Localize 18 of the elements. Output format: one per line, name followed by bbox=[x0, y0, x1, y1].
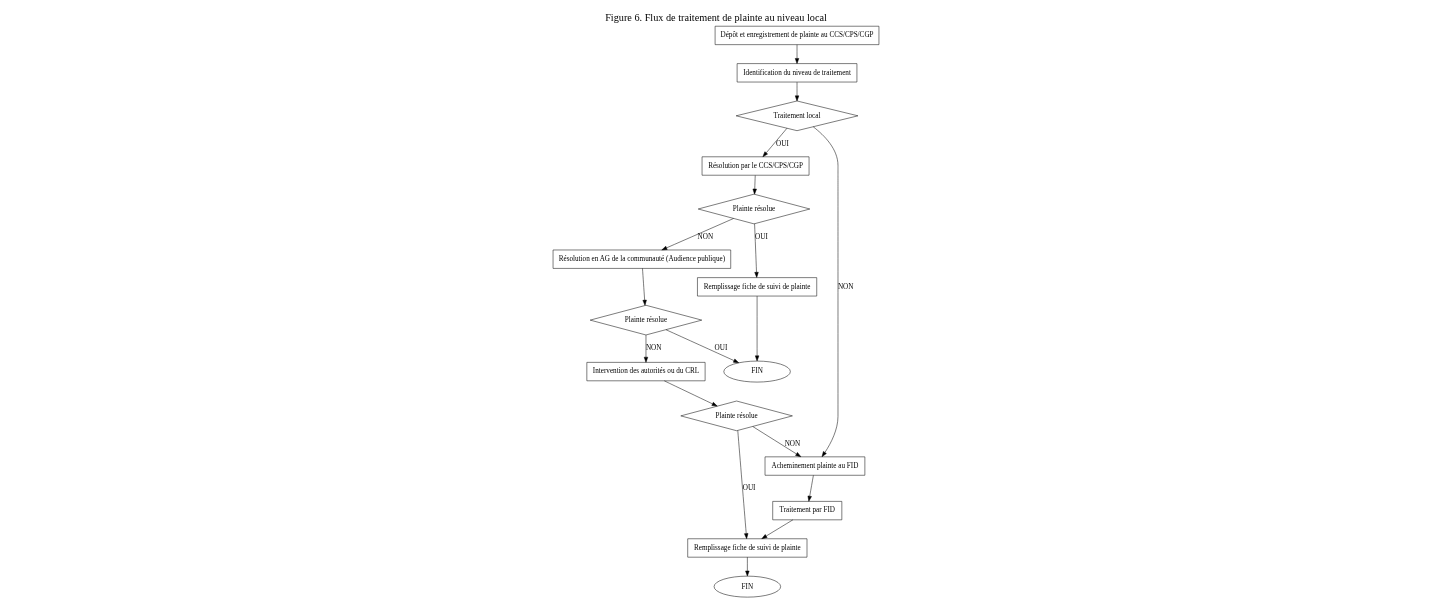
arrow bbox=[795, 81, 800, 102]
arrow bbox=[643, 334, 649, 363]
arrow bbox=[665, 329, 739, 363]
arrow bbox=[812, 126, 839, 457]
arrow bbox=[745, 556, 750, 577]
arrow bbox=[795, 44, 800, 64]
arrow bbox=[762, 127, 788, 158]
arrow bbox=[807, 475, 814, 502]
arrow bbox=[752, 175, 757, 195]
arrow bbox=[752, 426, 802, 457]
arrow bbox=[754, 223, 759, 278]
diagram-title: Figure 6. Flux de traitement de plainte au niveau local bbox=[605, 12, 827, 24]
arrow bbox=[737, 430, 749, 539]
arrow bbox=[664, 380, 718, 407]
arrow bbox=[755, 295, 760, 362]
arrow bbox=[661, 218, 734, 251]
arrow bbox=[642, 268, 647, 306]
arrow bbox=[761, 519, 794, 539]
